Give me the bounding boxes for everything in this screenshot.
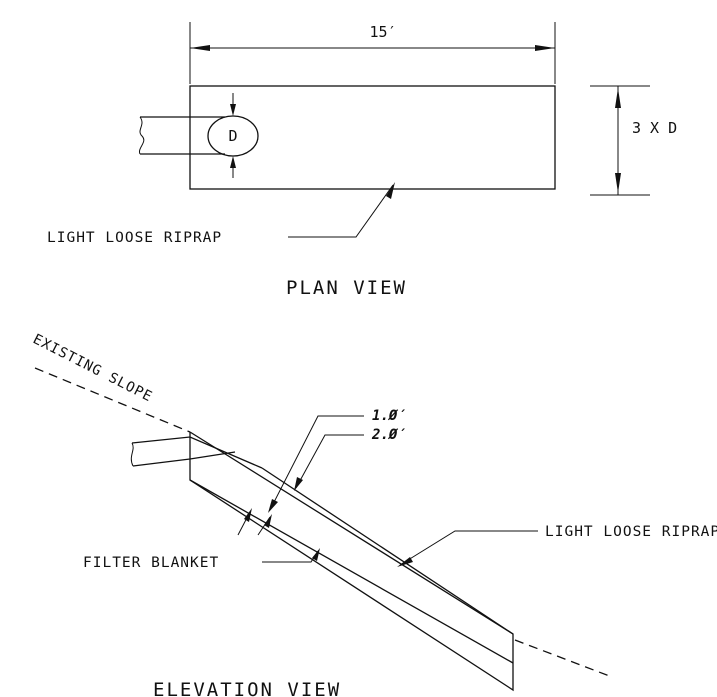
filter-blanket-label: FILTER BLANKET [83, 555, 219, 571]
riprap-label-plan: LIGHT LOOSE RIPRAP [47, 230, 222, 246]
pipe-plan [140, 116, 225, 155]
riprap-top-surface [261, 467, 514, 635]
pipe-diameter-label: D [228, 127, 237, 145]
length-dimension-label: 15′ [369, 23, 396, 41]
elevation-view: EXISTING SLOPE 1.Ø′ 2.Ø′ FILTER BLANKET [30, 331, 717, 697]
riprap-leader-arrow-plan [386, 182, 395, 199]
plan-view: 15′ D 3 X D LIGHT LOOSE RIPRAP PLAN VIEW [47, 22, 677, 299]
riprap-leader-arrow-elevation [397, 557, 413, 567]
existing-slope-lower [514, 639, 613, 678]
dim-2-arrow [294, 477, 303, 491]
existing-slope-label: EXISTING SLOPE [30, 331, 155, 405]
elevation-view-title: ELEVATION VIEW [153, 679, 341, 697]
thickness-arrow-1 [244, 508, 252, 522]
dimension-arrow-left [190, 45, 210, 51]
plan-view-title: PLAN VIEW [286, 277, 407, 299]
pipe-break-line [138, 116, 145, 155]
thickness-arrow-2 [264, 514, 272, 528]
dim-1-label: 1.Ø′ [372, 408, 406, 424]
riprap-section-outline [189, 431, 514, 692]
riprap-pad-plan [189, 85, 556, 190]
dim-2-leader [295, 434, 364, 489]
diameter-arrow-bottom [230, 156, 236, 168]
width-dimension-label: 3 X D [632, 119, 677, 137]
filter-blanket-line [189, 479, 514, 664]
filter-blanket-leader [262, 550, 319, 563]
filter-blanket-arrow [312, 548, 320, 561]
riprap-leader-plan [288, 184, 394, 238]
dim-1-leader [269, 415, 364, 511]
width-arrow-top [615, 88, 621, 108]
dimension-arrow-right [535, 45, 555, 51]
dim-2-label: 2.Ø′ [371, 427, 406, 443]
pipe-elevation-break [130, 442, 134, 467]
riprap-label-elevation: LIGHT LOOSE RIPRAP [545, 524, 717, 540]
dim-1-arrow [268, 499, 278, 513]
width-arrow-bottom [615, 173, 621, 193]
riprap-leader-elevation [399, 530, 538, 566]
existing-slope-upper [34, 367, 191, 433]
pipe-elevation-bottom [132, 451, 236, 467]
diameter-arrow-top [230, 104, 236, 116]
